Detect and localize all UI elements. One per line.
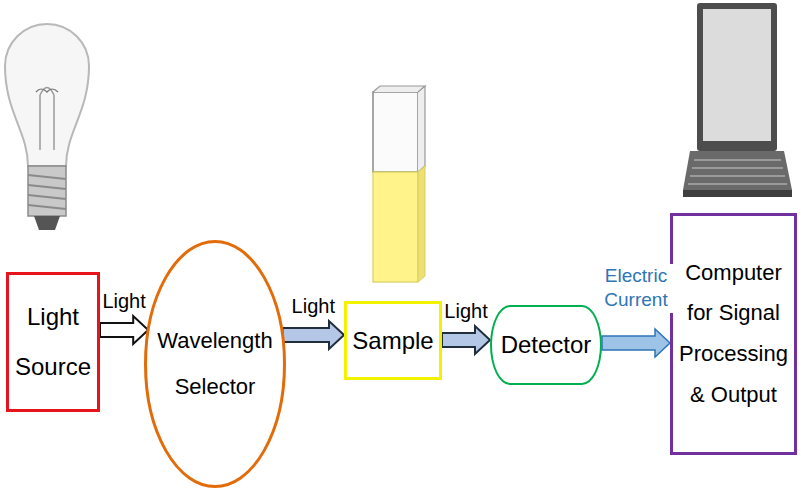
cuvette-glass xyxy=(373,92,418,172)
cuvette-side xyxy=(418,166,425,282)
arrow-label: Light xyxy=(444,298,487,324)
block-arrow xyxy=(283,321,345,349)
arrow-label: Electric Current xyxy=(599,264,673,313)
laptop xyxy=(683,3,792,197)
laptop-base xyxy=(683,190,792,197)
laptop-screen-frame xyxy=(697,3,777,151)
laptop-keyboard xyxy=(683,151,792,190)
block-arrow xyxy=(442,326,490,354)
detector-box: Detector xyxy=(490,305,602,385)
bulb-tip xyxy=(34,216,60,230)
ellipse-shape xyxy=(146,242,285,487)
arrow-label: Light xyxy=(102,288,145,314)
node-label: Computer for Signal Processing & Output xyxy=(678,253,789,416)
sample-box: Sample xyxy=(344,301,442,380)
node-label: Sample xyxy=(351,325,435,356)
bulb-coil xyxy=(36,89,58,92)
cuvette-rim xyxy=(373,86,425,172)
block-arrow xyxy=(100,316,148,344)
source-box: Light Source xyxy=(6,272,100,412)
cuvette xyxy=(373,86,425,282)
laptop-screen xyxy=(703,9,771,141)
ellipse-outline xyxy=(144,240,286,488)
block-arrow xyxy=(602,329,670,357)
arrow-label: Light xyxy=(292,293,335,319)
node-label: Light Source xyxy=(13,292,93,393)
cuvette-liquid xyxy=(373,172,418,282)
bulb-glass xyxy=(5,24,89,166)
node-label: Detector xyxy=(498,329,594,360)
light-bulb xyxy=(5,24,89,230)
laptop-keys xyxy=(688,160,787,184)
bulb-base xyxy=(28,166,66,216)
node-label: Wavelength Selector xyxy=(148,318,282,410)
bulb-filament xyxy=(40,88,54,151)
selector-ellipse: Wavelength Selector xyxy=(144,240,286,488)
computer-box: Computer for Signal Processing & Output xyxy=(670,213,797,455)
bulb-thread xyxy=(28,175,66,209)
